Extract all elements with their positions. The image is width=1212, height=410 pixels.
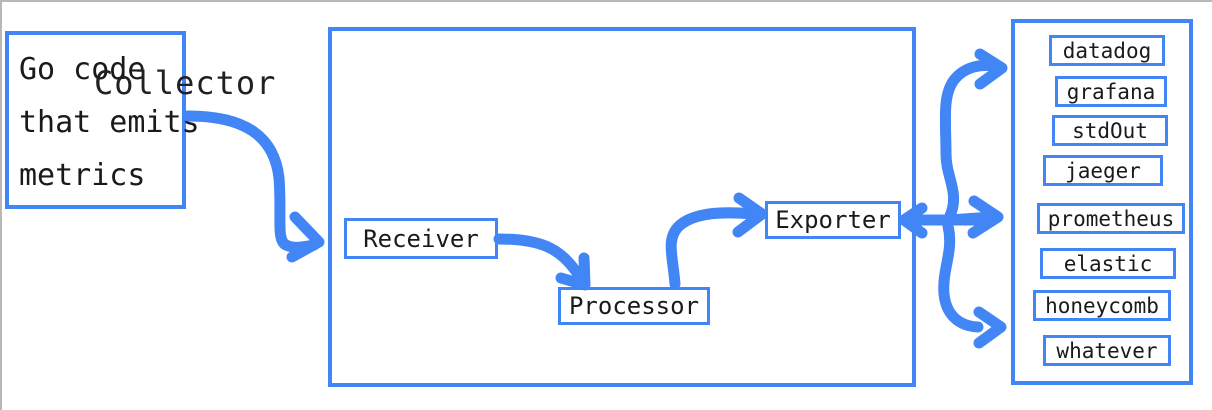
backend-item-elastic[interactable]: elastic bbox=[1040, 248, 1176, 279]
source-line-3: metrics bbox=[19, 158, 146, 193]
backend-item-whatever[interactable]: whatever bbox=[1043, 335, 1171, 366]
arrow-fanout-middle bbox=[944, 211, 998, 226]
backend-item-stdOut[interactable]: stdOut bbox=[1052, 115, 1168, 146]
arrow-fanout-top-head bbox=[974, 48, 1008, 90]
arrow-fanout-bottom bbox=[938, 220, 984, 333]
source-code-box: Go code that emits metrics bbox=[5, 31, 200, 209]
source-line-2: that emits bbox=[19, 105, 200, 140]
backend-item-honeycomb[interactable]: honeycomb bbox=[1033, 290, 1171, 321]
backend-item-datadog[interactable]: datadog bbox=[1049, 35, 1165, 66]
source-code-text: Go code that emits metrics bbox=[19, 43, 200, 202]
arrow-source-to-receiver bbox=[182, 110, 320, 253]
arrow-source-to-receiver-head bbox=[286, 211, 325, 263]
arrow-fanout-bottom-head bbox=[973, 306, 1007, 349]
backend-item-jaeger[interactable]: jaeger bbox=[1043, 155, 1163, 186]
backends-container: datadog grafana stdOut jaeger prometheus elas… bbox=[1011, 19, 1193, 385]
source-line-1: Go code bbox=[19, 52, 146, 87]
exporter-box: Exporter bbox=[765, 201, 901, 239]
collector-title: Collector bbox=[94, 64, 277, 102]
backends-list: datadog grafana stdOut jaeger prometheus elas… bbox=[1015, 23, 1189, 381]
receiver-box: Receiver bbox=[344, 218, 498, 259]
processor-box: Processor bbox=[558, 287, 710, 325]
backend-item-grafana[interactable]: grafana bbox=[1055, 76, 1167, 107]
arrow-fanout-middle-head bbox=[967, 195, 1004, 239]
arrow-fanout-top bbox=[939, 59, 1001, 222]
backend-item-prometheus[interactable]: prometheus bbox=[1037, 203, 1185, 234]
